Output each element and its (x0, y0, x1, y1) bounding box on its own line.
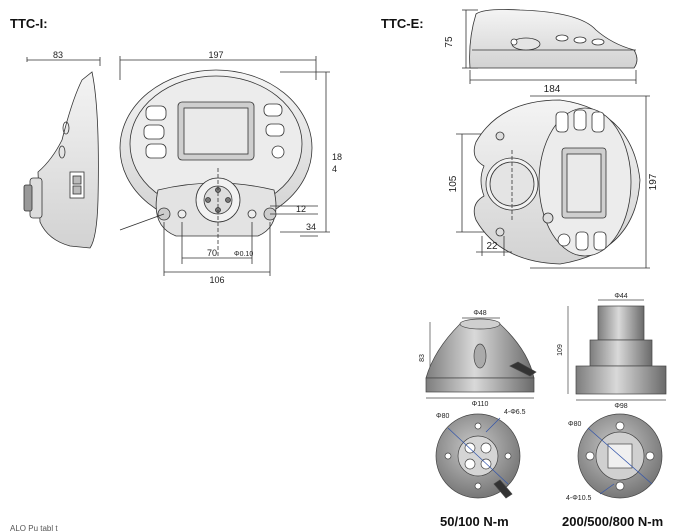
ttc-e-front-view (456, 95, 650, 269)
adapter-left-side-view (425, 317, 537, 399)
dim-e-height-2: 105 (448, 175, 459, 192)
dim-e-width: 197 (648, 173, 659, 190)
ttc-e-side-view (462, 9, 638, 84)
dim-e-offset: 22 (486, 241, 498, 252)
dim-height: 18 (332, 152, 342, 162)
footer-cut-text: ALO Pu tabl t (10, 524, 58, 532)
dim-inner-span: 70 (207, 248, 217, 258)
dim-side-depth: 83 (53, 50, 63, 60)
adapter-left-holes: 4-Φ6.5 (504, 409, 526, 416)
caption-200-500-800: 200/500/800 N-m (562, 514, 664, 529)
dim-inner-span-small: Φ0.10 (234, 251, 253, 258)
ttc-i-title: TTC-I: (10, 16, 48, 31)
adapter-right-base-dia: Φ98 (614, 403, 627, 410)
caption-50-100: 50/100 N-m (440, 514, 509, 529)
dim-e-height: 75 (444, 36, 455, 48)
adapter-right-pcd: Φ80 (568, 421, 581, 428)
ttc-i-front-view (119, 56, 330, 276)
dim-lower: 34 (306, 222, 316, 232)
adapter-right-holes: 4-Φ10.5 (566, 495, 592, 502)
dim-width: 197 (208, 50, 223, 60)
adapter-right-top-view (577, 413, 663, 499)
ttc-i-side-view (23, 57, 101, 249)
adapter-left-pcd: Φ80 (436, 413, 449, 420)
adapter-right-top-dia: Φ44 (614, 293, 627, 300)
adapter-left-top-view (435, 413, 521, 499)
ttc-e-title: TTC-E: (381, 16, 424, 31)
adapter-right-side-view (567, 299, 667, 401)
adapter-right-height: 109 (557, 344, 564, 356)
adapter-left-height: 83 (419, 354, 426, 362)
adapter-left-top-dia: Φ48 (473, 310, 486, 317)
dim-hole-offset: 12 (296, 204, 306, 214)
dim-outer-span: 106 (209, 275, 224, 285)
dim-e-length: 184 (544, 84, 561, 95)
dim-height-2: 4 (332, 164, 337, 174)
adapter-left-base-dia: Φ110 (472, 401, 489, 408)
